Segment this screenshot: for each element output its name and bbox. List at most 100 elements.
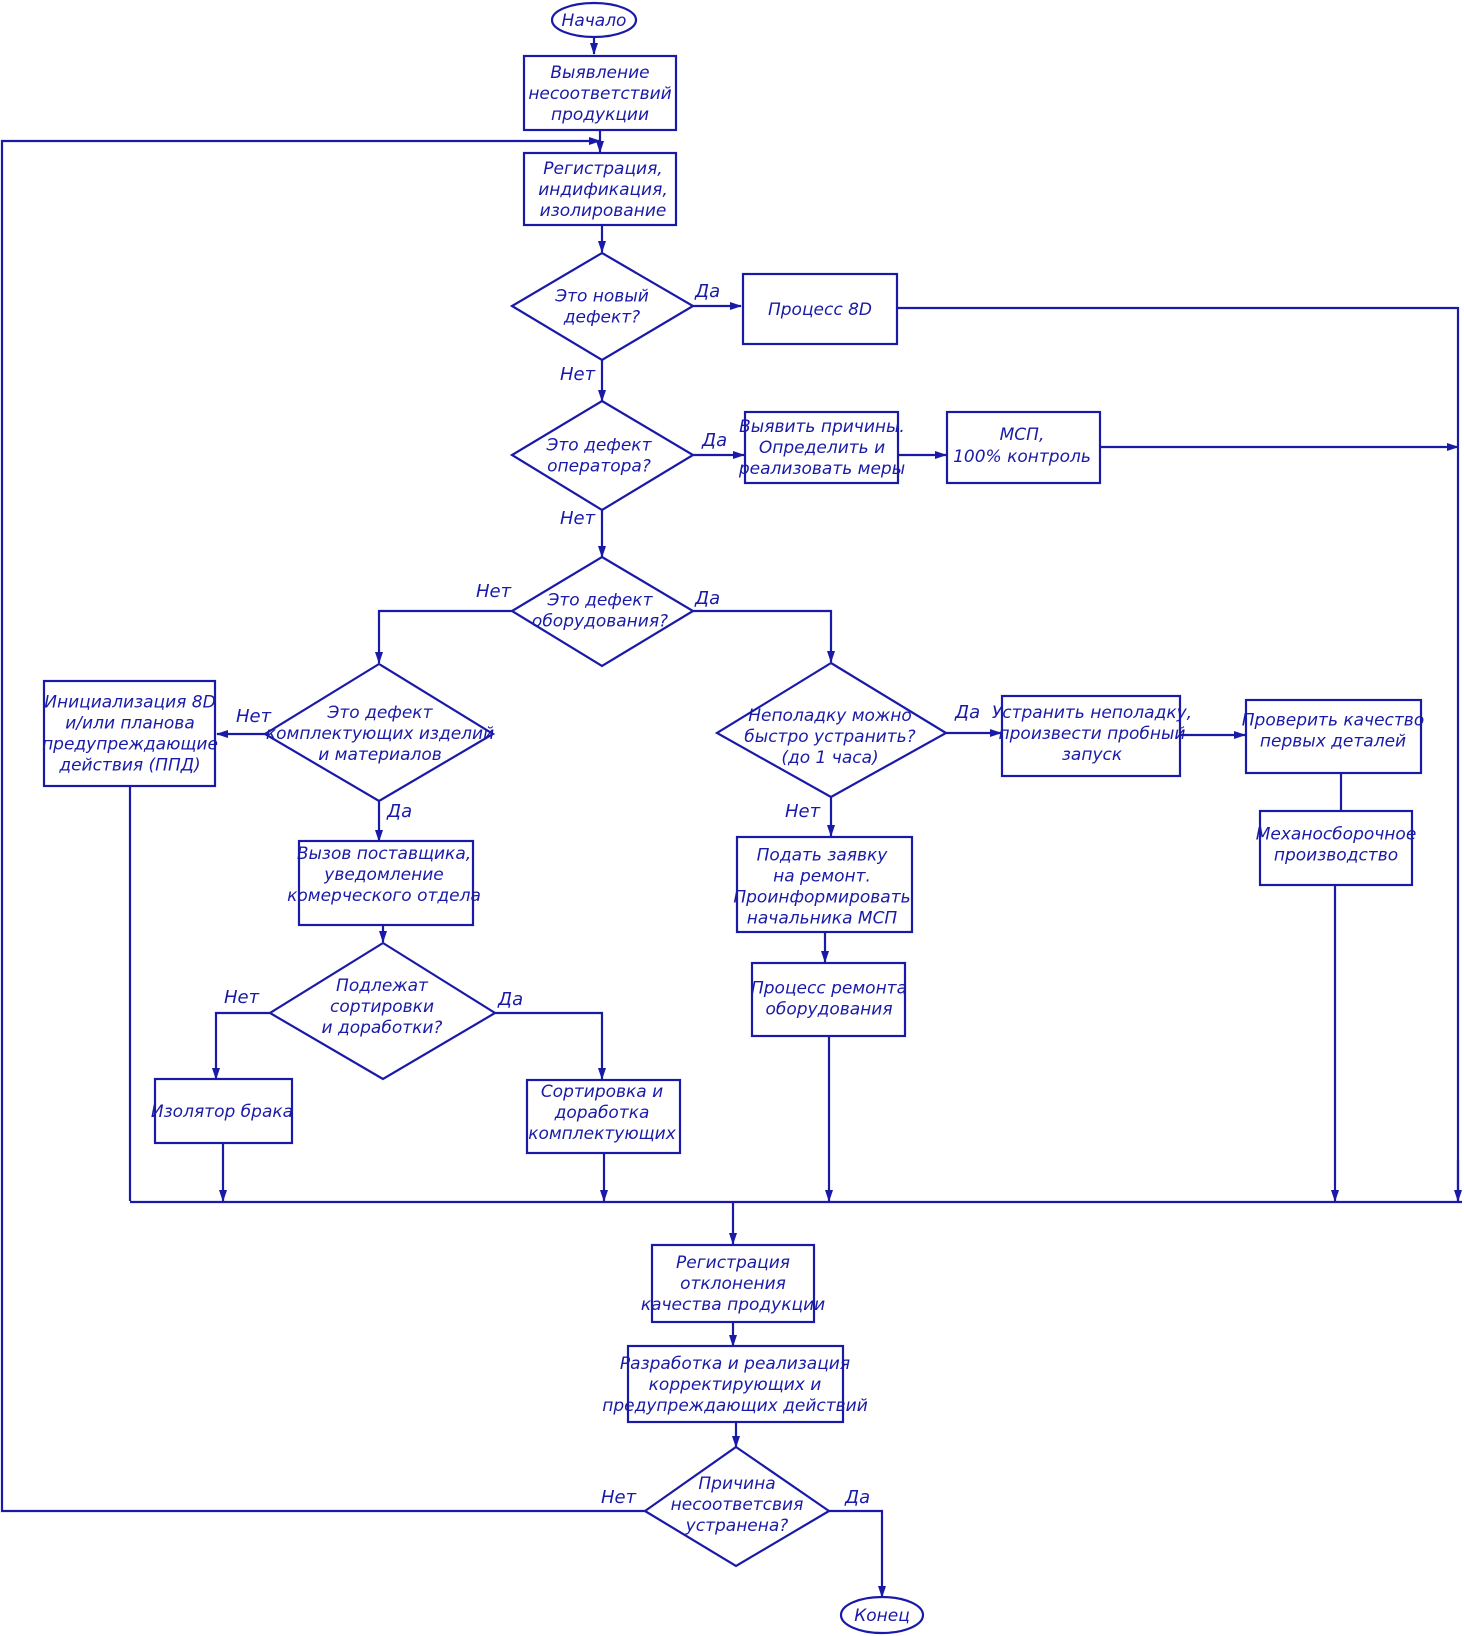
cpa-line: корректирующих и <box>649 1375 822 1395</box>
process-shape <box>743 410 900 485</box>
terminal-shape <box>550 1 638 39</box>
edge-label-new-yes: Да <box>694 281 720 302</box>
edge-qsort-isolator <box>212 1011 270 1080</box>
edge-label-quickfix-no: Нет <box>785 801 821 822</box>
process-shape <box>522 54 678 132</box>
proc8d-label: Процесс 8D <box>768 300 872 320</box>
edge-label-fixed-yes: Да <box>844 1487 870 1508</box>
process-shape <box>522 151 678 227</box>
edge-qfixed-end <box>829 1509 886 1598</box>
register-box: Регистрация,индификация,изолирование <box>522 151 678 227</box>
process-shape <box>525 1078 682 1155</box>
sorting-line: доработка <box>554 1103 650 1123</box>
fix-line: запуск <box>1062 745 1123 765</box>
repair-req-line: на ремонт. <box>773 867 871 887</box>
q-quickfix-line: Неполадку можно <box>748 706 912 726</box>
init8d-line: и/или планова <box>65 714 195 734</box>
q-new-line: дефект? <box>563 308 640 328</box>
q-sort-line: сортировки <box>330 997 434 1017</box>
proc8d-line: Процесс 8D <box>768 300 872 320</box>
edge-label-components-yes: Да <box>386 801 412 822</box>
edge-qequipment-qquickfix <box>693 609 835 663</box>
q-operator-line: Это дефект <box>546 436 653 456</box>
process-shape <box>750 961 907 1038</box>
process-shape <box>626 1344 845 1424</box>
q-fixed-line: несоответсвия <box>671 1495 804 1515</box>
edge-label-sort-no: Нет <box>224 987 260 1008</box>
q-components-line: Это дефект <box>327 703 434 723</box>
terminal-shape <box>839 1595 925 1635</box>
edge-label-sort-yes: Да <box>497 989 523 1010</box>
fix-line: произвести пробный <box>999 724 1186 744</box>
connectors <box>0 38 1462 1598</box>
msp-line: 100% контроль <box>953 447 1091 467</box>
detect-line: Выявление <box>550 63 649 83</box>
fix-line: Устранить неполадку, <box>992 703 1192 723</box>
edge-qequipment-qcomponents <box>375 609 512 664</box>
q-components-line: и материалов <box>318 745 442 765</box>
q-operator-line: оператора? <box>547 457 651 477</box>
init8d-line: действия (ППД) <box>58 756 200 776</box>
process-shape <box>735 835 914 934</box>
process-shape <box>153 1077 294 1145</box>
repair-proc-line: Процесс ремонта <box>751 979 907 999</box>
check-line: Проверить качество <box>1242 711 1424 731</box>
sorting-line: Сортировка и <box>541 1082 663 1102</box>
init8d-line: Инициализация 8D <box>44 693 215 713</box>
process-shape <box>1244 698 1423 775</box>
cpa-line: предупреждающих действий <box>602 1396 868 1416</box>
register-line: изолирование <box>540 201 667 221</box>
edge-proc8d-right <box>897 306 1460 1201</box>
repair-req-line: начальника МСП <box>747 909 898 929</box>
q-new-line: Это новый <box>554 287 649 307</box>
edge-qsort-sorting <box>495 1011 606 1080</box>
detect-line: несоответствий <box>528 84 671 104</box>
process-shape <box>1258 809 1414 887</box>
process-shape <box>741 272 899 346</box>
start-label: Начало <box>562 11 627 31</box>
check-line: первых деталей <box>1260 732 1406 752</box>
q-quickfix-line: (до 1 часа) <box>781 748 878 768</box>
msp-box: МСП,100% контроль <box>945 410 1102 485</box>
causes-line: Определить и <box>759 438 885 458</box>
isolator-line: Изолятор брака <box>151 1102 293 1122</box>
detect-line: продукции <box>551 105 649 125</box>
decision-shape <box>267 941 498 1081</box>
init8d-line: предупреждающие <box>42 735 218 755</box>
reg-dev-line: качества продукции <box>641 1295 825 1315</box>
end-terminal: Конец <box>839 1595 925 1635</box>
causes-line: Выявить причины. <box>739 417 905 437</box>
register-line: индификация, <box>538 180 667 200</box>
cpa-line: Разработка и реализация <box>620 1354 850 1374</box>
causes-line: реализовать меры <box>738 459 905 479</box>
process-shape <box>297 839 475 927</box>
decision-shape <box>714 661 949 799</box>
edge-label-operator-yes: Да <box>701 430 727 451</box>
q-equipment-line: Это дефект <box>547 591 654 611</box>
q-equipment-line: оборудования? <box>532 612 668 632</box>
